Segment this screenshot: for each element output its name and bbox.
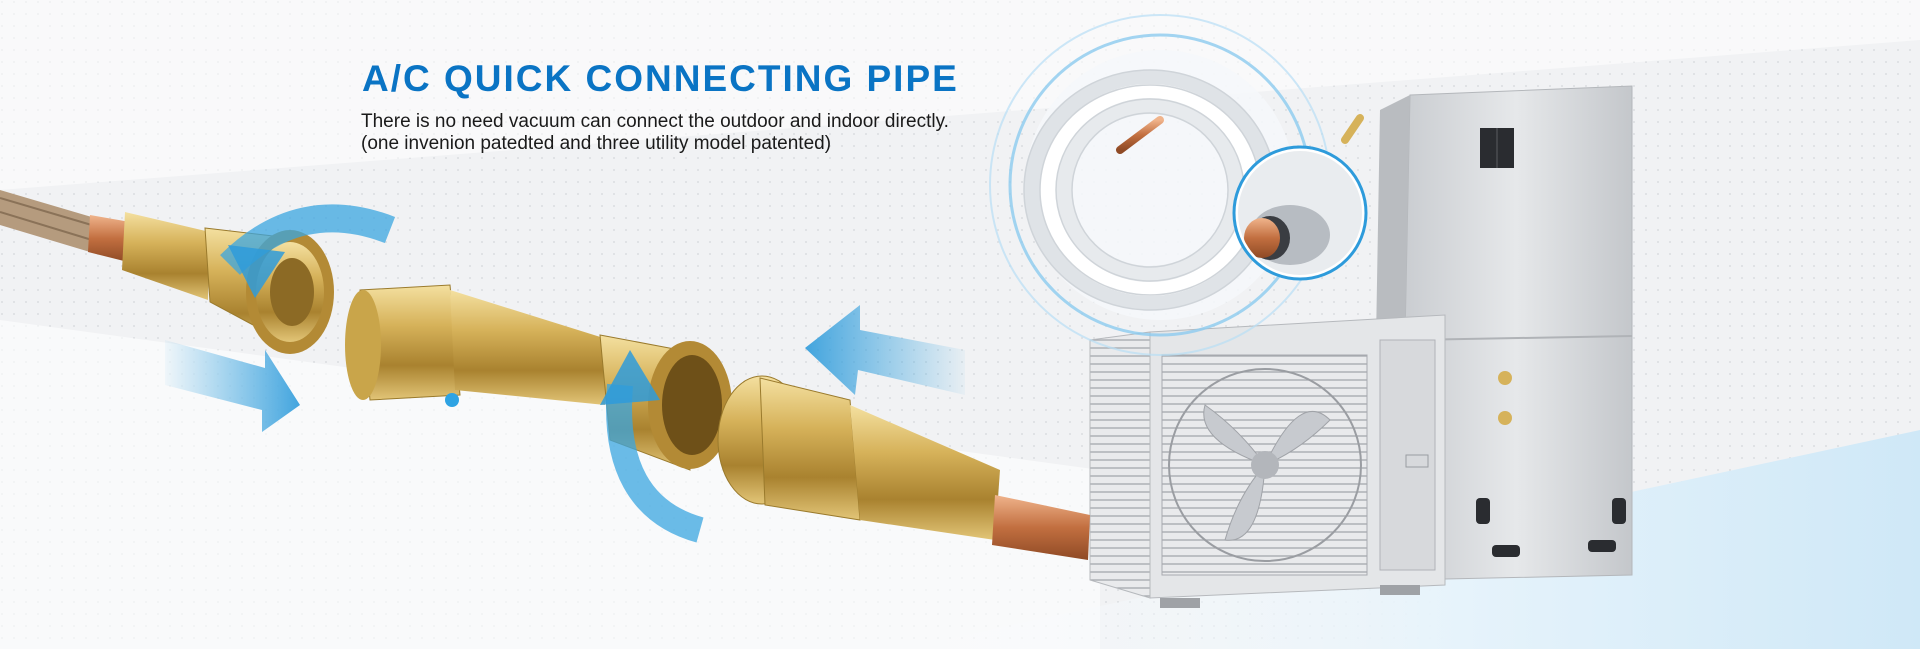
rotate-icon bbox=[220, 204, 396, 298]
description-line-1: There is no need vacuum can connect the … bbox=[361, 111, 949, 132]
arrow-left-icon bbox=[805, 305, 965, 395]
banner-description: There is no need vacuum can connect the … bbox=[361, 111, 949, 155]
outdoor-condenser-unit bbox=[1089, 314, 1446, 608]
arrow-right-icon bbox=[165, 340, 300, 432]
insulated-pipe-coil bbox=[989, 14, 1368, 356]
right-brass-fitting bbox=[717, 375, 1090, 560]
description-line-2: (one invenion patedted and three utility… bbox=[361, 133, 832, 154]
middle-brass-adapter bbox=[345, 284, 732, 471]
rotate-icon-2 bbox=[600, 350, 704, 543]
braided-hose bbox=[0, 190, 96, 252]
banner-title: A/C QUICK CONNECTING PIPE bbox=[362, 58, 959, 99]
